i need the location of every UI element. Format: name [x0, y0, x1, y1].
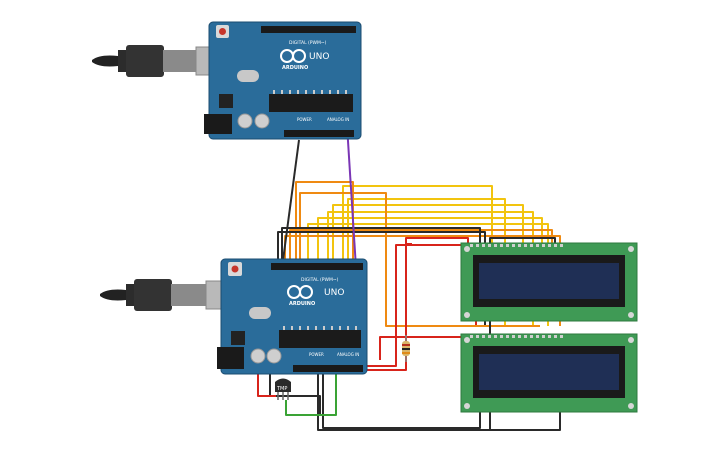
- lcd-pin: [536, 244, 539, 247]
- analog-label: ANALOG IN: [327, 117, 349, 122]
- lcd-pin: [560, 244, 563, 247]
- lcd-pin: [554, 335, 557, 338]
- wire-black: [269, 372, 321, 415]
- analog-label: ANALOG IN: [337, 352, 359, 357]
- lcd-pin: [482, 244, 485, 247]
- lcd-header-pins: [470, 244, 563, 338]
- arduino-uno-bottom[interactable]: DIGITAL (PWM~) ARDUINO UNO POWER ANALOG …: [217, 258, 368, 375]
- arduino-model: UNO: [324, 288, 344, 298]
- arduino-brand: ARDUINO: [289, 301, 315, 307]
- wire-black: [320, 412, 561, 431]
- lcd-pin: [488, 244, 491, 247]
- wire-black: [281, 227, 481, 268]
- lcd-pin: [518, 335, 521, 338]
- lcd-pin: [536, 335, 539, 338]
- lcd-display-bottom[interactable]: [460, 333, 638, 413]
- usb-cable-top: [92, 45, 231, 77]
- lcd-pin: [500, 244, 503, 247]
- lcd-pin: [530, 244, 533, 247]
- lcd-display-top[interactable]: [460, 242, 638, 322]
- lcd-pin: [512, 244, 515, 247]
- lcd-pin: [548, 244, 551, 247]
- wire-black: [281, 139, 300, 269]
- wire-black: [322, 360, 481, 429]
- lcd-pin: [524, 335, 527, 338]
- lcd-pin: [530, 335, 533, 338]
- lcd-pin: [542, 244, 545, 247]
- lcd-pin: [506, 244, 509, 247]
- power-label: POWER: [309, 352, 324, 357]
- lcd-pin: [548, 335, 551, 338]
- lcd-pin: [476, 335, 479, 338]
- lcd-pin: [482, 335, 485, 338]
- lcd-pin: [560, 335, 563, 338]
- lcd-pin: [488, 335, 491, 338]
- arduino-model: UNO: [309, 52, 329, 62]
- lcd-pin: [494, 335, 497, 338]
- digital-header-label: DIGITAL (PWM~): [289, 40, 327, 46]
- digital-header-label: DIGITAL (PWM~): [301, 277, 339, 283]
- lcd-pin: [542, 335, 545, 338]
- temperature-sensor[interactable]: TMP: [275, 378, 291, 401]
- resistor[interactable]: [402, 335, 410, 362]
- lcd-pin: [494, 244, 497, 247]
- arduino-uno-top[interactable]: DIGITAL (PWM~) ARDUINO UNO POWER ANALOG …: [204, 21, 362, 140]
- lcd-pin: [476, 244, 479, 247]
- wire-orange: [385, 245, 540, 327]
- lcd-pin: [470, 335, 473, 338]
- usb-cable-bottom: [100, 279, 233, 311]
- lcd-pin: [500, 335, 503, 338]
- lcd-pin: [518, 244, 521, 247]
- lcd-pin: [506, 335, 509, 338]
- lcd-pin: [524, 244, 527, 247]
- lcd-pin: [512, 335, 515, 338]
- wire-red: [405, 237, 469, 244]
- lcd-pin: [470, 244, 473, 247]
- lcd-pin: [554, 244, 557, 247]
- power-label: POWER: [297, 117, 312, 122]
- sensor-label: TMP: [276, 386, 287, 392]
- arduino-brand: ARDUINO: [282, 65, 308, 71]
